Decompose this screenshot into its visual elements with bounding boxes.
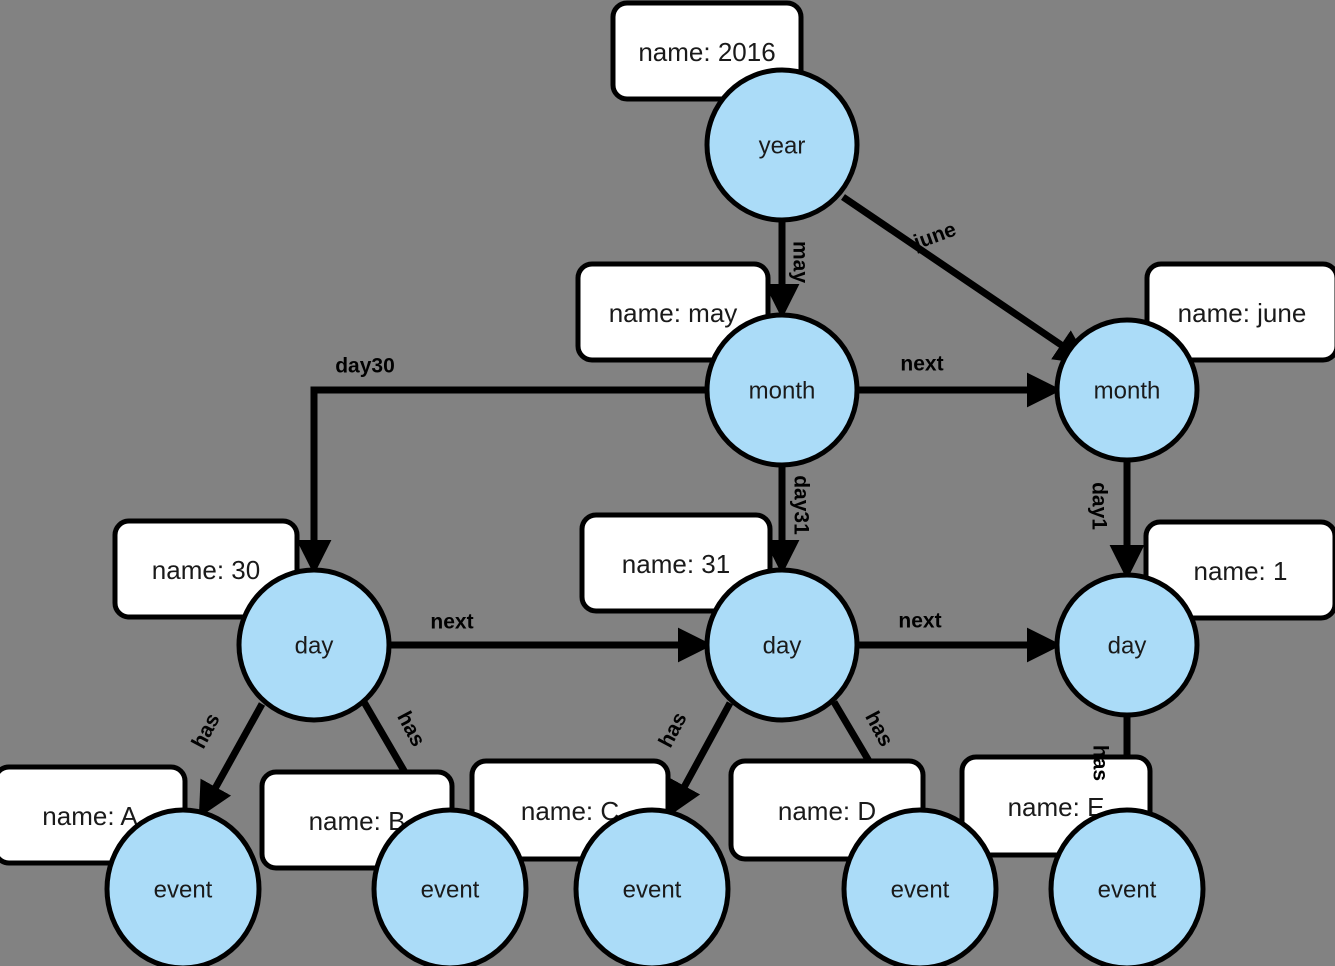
node-circle[interactable] (704, 312, 860, 468)
node-label: day (295, 633, 334, 660)
node-monthMay[interactable]: month (704, 312, 860, 468)
node-day30[interactable]: day (236, 567, 392, 723)
node-label: event (1098, 877, 1157, 904)
node-eventC[interactable]: event (573, 807, 731, 966)
node-label: month (1094, 378, 1161, 405)
node-eventA[interactable]: event (104, 807, 262, 966)
edge-label-e-hasB: has (392, 708, 429, 751)
nodes-layer: year month month day day day event event event ev… (104, 67, 1206, 966)
property-box-label: name: june (1178, 298, 1307, 328)
property-box-monthJune: name: june (1144, 261, 1335, 363)
property-box-day1: name: 1 (1143, 519, 1335, 621)
edge-e-hasA (198, 702, 266, 818)
node-label: event (623, 877, 682, 904)
node-circle[interactable] (1054, 317, 1200, 463)
node-eventE[interactable]: event (1048, 807, 1206, 966)
node-circle[interactable] (704, 567, 860, 723)
property-box-day30: name: 30 (112, 518, 300, 620)
node-circle[interactable] (1048, 807, 1206, 966)
property-box-label: name: 30 (152, 555, 260, 585)
property-boxes-layer: name: 2016 name: may name: june name: 30 nam… (0, 0, 1335, 871)
edge-label-e-next2: next (430, 611, 473, 634)
edge-e-june (841, 194, 1090, 365)
node-year2016[interactable]: year (704, 67, 860, 223)
edge-e-day30 (296, 386, 707, 575)
node-label: year (759, 133, 806, 160)
edge-label-e-day30: day30 (335, 355, 395, 378)
property-box-label: name: A (42, 801, 138, 831)
property-box-rect (575, 261, 771, 363)
edge-label-e-day1: day1 (1088, 482, 1111, 530)
edge-label-e-may: may (789, 241, 812, 283)
property-box-day31: name: 31 (579, 512, 773, 614)
node-day1[interactable]: day (1054, 572, 1200, 718)
edge-label-e-hasD: has (860, 708, 897, 751)
edge-label-e-next3: next (898, 610, 941, 633)
node-label: event (154, 877, 213, 904)
property-box-label: name: may (609, 298, 738, 328)
property-box-monthMay: name: may (575, 261, 771, 363)
property-box-rect (112, 518, 300, 620)
edge-label-e-hasA: has (187, 710, 224, 753)
node-eventD[interactable]: event (841, 807, 999, 966)
node-label: event (421, 877, 480, 904)
property-box-label: name: 31 (622, 549, 730, 579)
edge-label-e-hasE: has (1089, 745, 1112, 781)
property-box-label: name: C (521, 796, 619, 826)
node-label: day (1108, 633, 1147, 660)
node-circle[interactable] (371, 807, 529, 966)
edge-label-e-hasC: has (654, 709, 691, 752)
node-label: month (749, 378, 816, 405)
node-eventB[interactable]: event (371, 807, 529, 966)
property-box-label: name: 2016 (638, 37, 775, 67)
node-monthJune[interactable]: month (1054, 317, 1200, 463)
node-circle[interactable] (1054, 572, 1200, 718)
edge-label-e-day31: day31 (790, 475, 813, 535)
property-box-rect (1143, 519, 1335, 621)
node-label: event (891, 877, 950, 904)
property-box-label: name: E (1008, 792, 1105, 822)
node-circle[interactable] (704, 67, 860, 223)
property-box-label: name: B (309, 806, 406, 836)
property-box-rect (579, 512, 773, 614)
edge-label-e-next1: next (900, 353, 943, 376)
property-box-label: name: 1 (1194, 556, 1288, 586)
edge-e-hasC (667, 701, 734, 817)
property-box-rect (1144, 261, 1335, 363)
node-circle[interactable] (573, 807, 731, 966)
node-day31[interactable]: day (704, 567, 860, 723)
node-label: day (763, 633, 802, 660)
node-circle[interactable] (104, 807, 262, 966)
edge-label-e-june: june (910, 218, 959, 255)
property-box-label: name: D (778, 796, 876, 826)
node-circle[interactable] (841, 807, 999, 966)
node-circle[interactable] (236, 567, 392, 723)
